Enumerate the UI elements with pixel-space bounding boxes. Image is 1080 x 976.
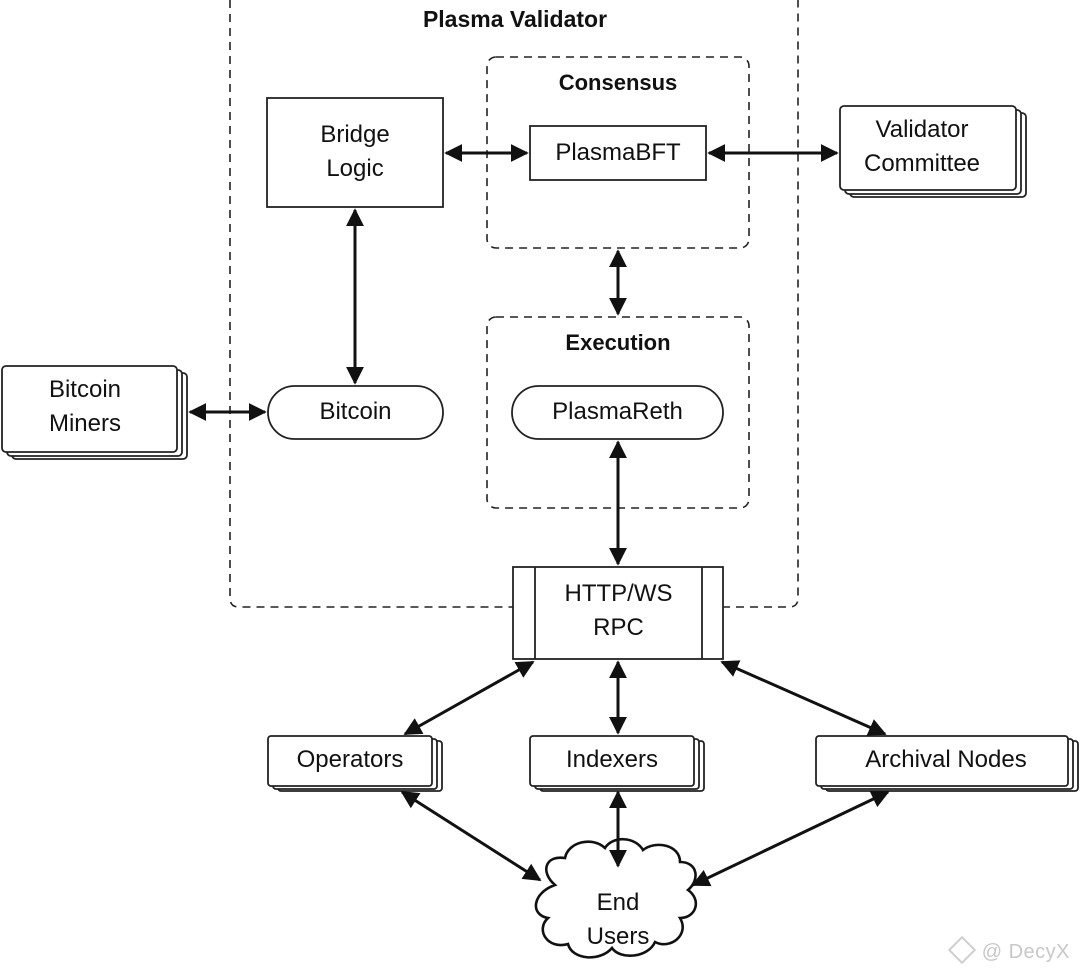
- bridge-logic-box[interactable]: [266, 97, 444, 208]
- end-users-line1: End: [596, 889, 640, 916]
- bitcoin-label: Bitcoin: [319, 398, 392, 425]
- end-users-cloud[interactable]: [534, 837, 698, 959]
- bitcoin-pill[interactable]: [267, 385, 444, 440]
- plasma-bft-label: PlasmaBFT: [555, 139, 681, 166]
- edge-archival-users: [691, 790, 890, 887]
- validator-committee-label: Validator Committee: [834, 113, 1010, 181]
- end-users-label: End Users: [548, 886, 688, 954]
- consensus-title: Consensus: [558, 70, 678, 95]
- plasma-bft-box[interactable]: [529, 125, 707, 181]
- rpc-label: HTTP/WS RPC: [535, 577, 702, 645]
- bridge-logic-line1: Bridge: [320, 121, 390, 148]
- plasma-reth-pill[interactable]: [511, 385, 724, 440]
- operators-label: Operators: [296, 746, 404, 773]
- edges: [188, 144, 890, 887]
- bridge-logic-label: Bridge Logic: [267, 118, 443, 186]
- validator-committee-line2: Committee: [863, 150, 981, 177]
- bitcoin-miners-stack[interactable]: [1, 365, 188, 460]
- rpc-line2: RPC: [593, 614, 644, 641]
- bitcoin-miners-line2: Miners: [48, 410, 121, 437]
- plasma-validator-group: [229, 0, 799, 608]
- execution-title: Execution: [565, 330, 671, 355]
- bitcoin-miners-label: Bitcoin Miners: [0, 373, 170, 441]
- archival-nodes-label: Archival Nodes: [865, 746, 1027, 773]
- watermark: @ DecyX: [947, 935, 1070, 965]
- plasma-validator-title: Plasma Validator: [422, 6, 608, 32]
- plasma-reth-label: PlasmaReth: [552, 398, 683, 425]
- bitcoin-miners-line1: Bitcoin: [48, 376, 122, 403]
- exchange-logo-icon: [947, 935, 976, 965]
- validator-committee-line1: Validator: [875, 116, 969, 143]
- rpc-line1: HTTP/WS: [564, 580, 673, 607]
- operators-stack[interactable]: [267, 735, 443, 792]
- edge-operators-users: [400, 790, 542, 882]
- validator-committee-stack[interactable]: [839, 105, 1027, 198]
- end-users-line2: Users: [586, 923, 650, 950]
- indexers-label: Indexers: [565, 746, 659, 773]
- archival-nodes-stack[interactable]: [815, 735, 1079, 792]
- rpc-box[interactable]: [512, 566, 724, 660]
- edge-rpc-archival: [720, 660, 887, 736]
- bridge-logic-line2: Logic: [326, 155, 384, 182]
- edge-rpc-operators: [403, 660, 535, 736]
- watermark-text: @ DecyX: [981, 941, 1070, 963]
- indexers-stack[interactable]: [529, 735, 705, 792]
